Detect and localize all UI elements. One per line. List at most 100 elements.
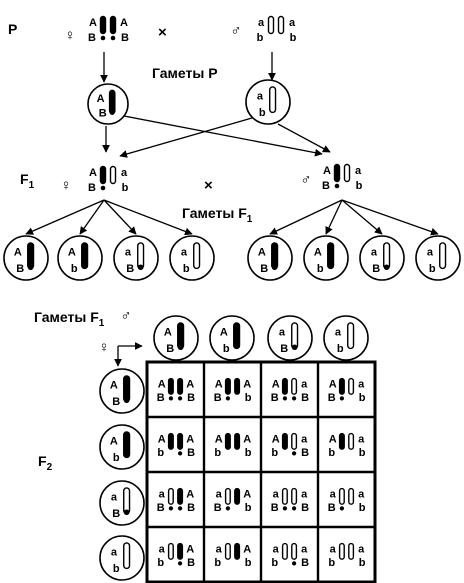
gene-dot: [225, 396, 231, 401]
chromosome: [167, 542, 174, 560]
gene-letter: a: [358, 488, 365, 500]
gene-letter: a: [358, 378, 365, 390]
gamete-circle: ab: [415, 235, 461, 281]
gene-letter: B: [166, 343, 174, 355]
gametes-f1-table-label: Гаметы F1: [34, 309, 105, 329]
gene-letter: b: [359, 392, 366, 404]
gene-letter: B: [260, 263, 268, 275]
gene-letter: b: [245, 502, 252, 514]
gene-letter: a: [111, 547, 118, 559]
gene-letter: b: [356, 180, 363, 192]
arrow-f1-gamete: [325, 199, 343, 235]
gene-letter: B: [121, 32, 129, 44]
chromosome: [281, 377, 288, 395]
gamete-outline: [323, 315, 369, 361]
gene-letter: b: [113, 563, 120, 575]
gamete-outline: [267, 315, 313, 361]
gene-letter: A: [329, 378, 337, 390]
gene-letter: a: [159, 488, 166, 500]
chromosome: [177, 542, 184, 560]
gene-letter: b: [157, 557, 164, 569]
chromosome: [234, 542, 241, 560]
gene-letter: b: [290, 32, 297, 44]
chromosome: [333, 163, 341, 183]
gene-letter: B: [301, 447, 309, 459]
gamete-circle: aB: [113, 235, 159, 281]
gene-letter: a: [301, 378, 308, 390]
gene-letter: a: [216, 543, 223, 555]
gamete-outline: [57, 235, 103, 281]
gene-letter: a: [125, 247, 132, 259]
chromosome: [347, 322, 355, 350]
gene-letter: b: [122, 182, 129, 194]
arrow-f1-gamete: [341, 199, 439, 236]
gene-dot: [339, 396, 345, 401]
male-symbol: ♂: [120, 307, 131, 324]
gene-letter: b: [223, 343, 230, 355]
gene-dot: [291, 344, 298, 351]
gene-dot: [339, 506, 345, 511]
gamete-circle: Ab: [303, 235, 349, 281]
gamete-circle: aB: [267, 315, 313, 361]
gene-letter: A: [323, 165, 331, 177]
gamete-outline: [209, 315, 255, 361]
gamete-outline: [415, 235, 461, 281]
gene-letter: A: [97, 93, 105, 105]
gene-letter: B: [187, 392, 195, 404]
chromosome: [177, 432, 184, 450]
arrow-f1-gamete: [269, 199, 343, 235]
gene-dot: [123, 397, 130, 404]
arrow-f1-gamete: [79, 199, 105, 235]
gene-letter: b: [157, 447, 164, 459]
gene-letter: A: [120, 17, 128, 29]
gene-letter: A: [215, 378, 223, 390]
gene-dot: [291, 396, 297, 401]
gene-letter: A: [68, 247, 76, 259]
gene-letter: A: [89, 167, 97, 179]
gene-dot: [291, 506, 297, 511]
gene-letter: B: [187, 502, 195, 514]
gene-letter: A: [215, 433, 223, 445]
gene-dot: [177, 561, 183, 566]
gene-letter: A: [314, 247, 322, 259]
gene-letter: a: [181, 247, 188, 259]
chromosome: [348, 542, 355, 560]
generation-f2-label: F2: [38, 453, 53, 473]
gene-letter: B: [328, 392, 336, 404]
chromosome: [224, 432, 231, 450]
female-symbol: ♀: [98, 339, 109, 356]
gene-letter: B: [301, 392, 309, 404]
chromosome: [348, 487, 355, 505]
gene-letter: A: [186, 543, 194, 555]
gene-letter: b: [429, 263, 436, 275]
gene-letter: a: [159, 543, 166, 555]
gene-letter: B: [271, 392, 279, 404]
gene-letter: a: [301, 543, 308, 555]
gene-dot: [168, 396, 174, 401]
gene-letter: A: [220, 327, 228, 339]
gene-dot: [177, 451, 183, 456]
gene-letter: b: [337, 343, 344, 355]
generation-p-label: P: [8, 21, 17, 37]
gene-dot: [177, 344, 184, 351]
gene-letter: b: [71, 263, 78, 275]
gene-letter: A: [272, 378, 280, 390]
chromosome: [234, 377, 241, 395]
female-symbol: ♀: [60, 177, 71, 194]
gene-dot: [271, 264, 278, 271]
gamete-outline: [87, 83, 129, 125]
gene-letter: B: [301, 557, 309, 569]
gamete-outline: [99, 535, 145, 581]
chromosome: [109, 15, 117, 35]
gene-letter: A: [243, 488, 251, 500]
